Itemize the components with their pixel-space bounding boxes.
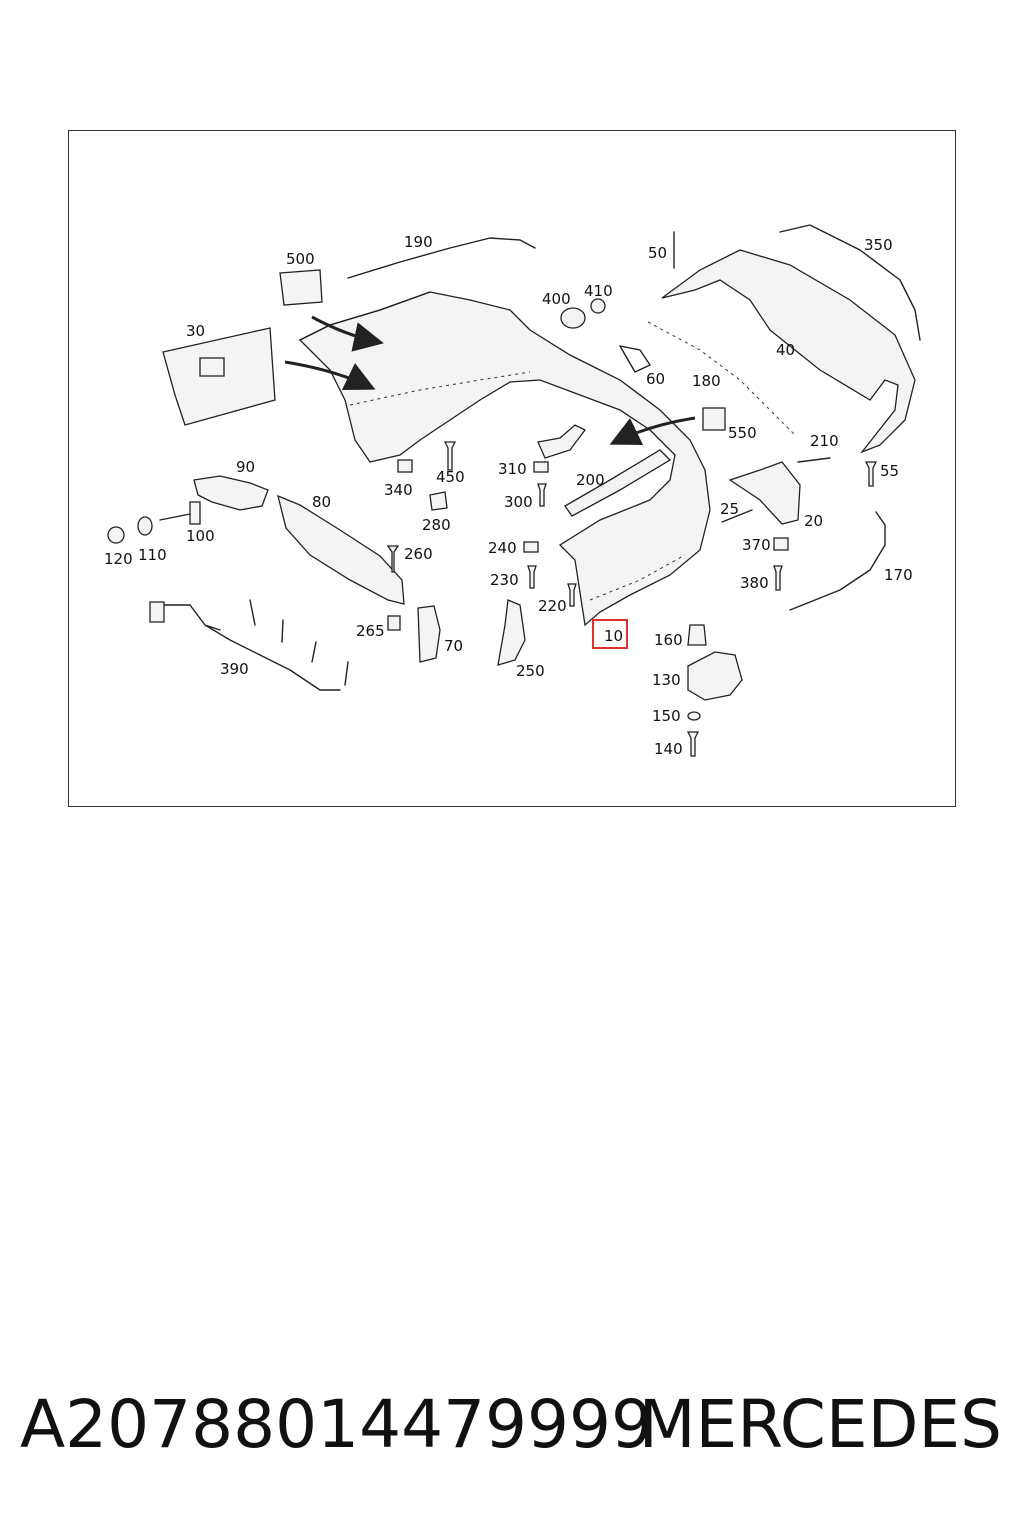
label-350: 350 bbox=[864, 236, 893, 254]
label-280: 280 bbox=[422, 516, 451, 534]
sensor-400 bbox=[560, 307, 586, 329]
bracket-upper bbox=[537, 424, 586, 459]
label-55: 55 bbox=[880, 462, 899, 480]
label-140: 140 bbox=[654, 740, 683, 758]
bolt-100-head bbox=[189, 501, 201, 525]
clip-280 bbox=[429, 491, 448, 511]
label-90: 90 bbox=[236, 458, 255, 476]
label-130: 130 bbox=[652, 671, 681, 689]
label-10: 10 bbox=[604, 627, 623, 645]
label-200: 200 bbox=[576, 471, 605, 489]
clip-265 bbox=[387, 615, 401, 631]
label-30: 30 bbox=[186, 322, 205, 340]
screw-55 bbox=[864, 461, 878, 487]
housing-130 bbox=[687, 651, 743, 701]
panel-30-window bbox=[199, 357, 225, 377]
clip-310 bbox=[533, 461, 549, 473]
rivet-210 bbox=[797, 457, 831, 463]
label-40: 40 bbox=[776, 341, 795, 359]
label-25: 25 bbox=[720, 500, 739, 518]
bracket-200 bbox=[564, 449, 672, 517]
bolt-100 bbox=[159, 513, 191, 521]
washer-150 bbox=[687, 711, 701, 721]
harness-390-connector bbox=[149, 601, 165, 623]
sensor-60 bbox=[619, 345, 651, 373]
label-260: 260 bbox=[404, 545, 433, 563]
caption-bar: A20788014479999 MERCEDES bbox=[0, 1375, 1024, 1475]
label-180: 180 bbox=[692, 372, 721, 390]
trim-strip-350 bbox=[779, 224, 921, 341]
label-110: 110 bbox=[138, 546, 167, 564]
clip-240 bbox=[523, 541, 539, 553]
screw-140 bbox=[686, 731, 700, 757]
label-450: 450 bbox=[436, 468, 465, 486]
screw-260 bbox=[386, 545, 400, 573]
nut-120 bbox=[107, 526, 125, 544]
label-150: 150 bbox=[652, 707, 681, 725]
label-410: 410 bbox=[584, 282, 613, 300]
label-400: 400 bbox=[542, 290, 571, 308]
label-50: 50 bbox=[648, 244, 667, 262]
strip-170 bbox=[789, 511, 886, 611]
clip-370 bbox=[773, 537, 789, 551]
bumper-cover-drawing bbox=[298, 291, 711, 627]
label-220: 220 bbox=[538, 597, 567, 615]
bracket-20 bbox=[728, 461, 801, 525]
screw-230 bbox=[527, 565, 537, 589]
screw-380 bbox=[773, 565, 783, 591]
screw-220 bbox=[567, 583, 577, 607]
harness-390 bbox=[159, 599, 349, 691]
label-60: 60 bbox=[646, 370, 665, 388]
label-100: 100 bbox=[186, 527, 215, 545]
highlight-box-10 bbox=[592, 619, 628, 649]
label-310: 310 bbox=[498, 460, 527, 478]
screw-300 bbox=[537, 483, 547, 507]
clip-340 bbox=[397, 459, 413, 473]
label-160: 160 bbox=[654, 631, 683, 649]
label-265: 265 bbox=[356, 622, 385, 640]
brand-name: MERCEDES bbox=[638, 1386, 1002, 1463]
label-120: 120 bbox=[104, 550, 133, 568]
diagram-frame bbox=[68, 130, 956, 807]
label-190: 190 bbox=[404, 233, 433, 251]
part-labels: 190 500 30 400 410 50 350 40 60 180 550 … bbox=[104, 233, 913, 758]
diffuser-40 bbox=[661, 249, 916, 454]
screw-450 bbox=[443, 441, 457, 471]
label-340: 340 bbox=[384, 481, 413, 499]
label-250: 250 bbox=[516, 662, 545, 680]
strip-180 bbox=[647, 321, 796, 436]
clip-160 bbox=[687, 624, 707, 646]
label-210: 210 bbox=[810, 432, 839, 450]
label-70: 70 bbox=[444, 637, 463, 655]
label-550: 550 bbox=[728, 424, 757, 442]
label-370: 370 bbox=[742, 536, 771, 554]
label-230: 230 bbox=[490, 571, 519, 589]
label-170: 170 bbox=[884, 566, 913, 584]
bracket-70 bbox=[417, 605, 441, 663]
module-500 bbox=[279, 269, 323, 306]
label-390: 390 bbox=[220, 660, 249, 678]
module-550 bbox=[702, 407, 726, 431]
ring-410 bbox=[590, 298, 606, 314]
panel-250 bbox=[497, 599, 526, 666]
absorber-80 bbox=[277, 494, 405, 605]
rivet-25 bbox=[721, 509, 753, 523]
label-20: 20 bbox=[804, 512, 823, 530]
bracket-90 bbox=[193, 475, 269, 511]
label-80: 80 bbox=[312, 493, 331, 511]
label-240: 240 bbox=[488, 539, 517, 557]
trim-strip-190 bbox=[347, 237, 536, 279]
label-300: 300 bbox=[504, 493, 533, 511]
parts-diagram: 190 500 30 400 410 50 350 40 60 180 550 … bbox=[104, 224, 921, 758]
label-500: 500 bbox=[286, 250, 315, 268]
washer-110 bbox=[137, 516, 153, 536]
part-number: A20788014479999 bbox=[20, 1386, 654, 1463]
label-380: 380 bbox=[740, 574, 769, 592]
